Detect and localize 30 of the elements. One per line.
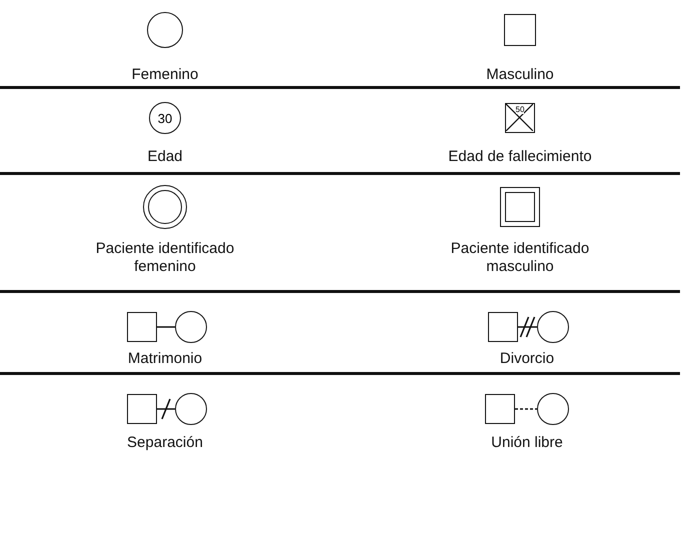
circle-symbol bbox=[149, 102, 181, 134]
connector-line bbox=[515, 408, 537, 410]
age-number: 50 bbox=[516, 105, 524, 114]
double-circle-symbol bbox=[143, 185, 187, 229]
connector-line bbox=[157, 326, 175, 328]
connector-line bbox=[518, 326, 537, 328]
square-symbol bbox=[127, 394, 157, 424]
symbol-caption: Paciente identificado masculino bbox=[450, 240, 590, 276]
symbol-caption: Edad de fallecimiento bbox=[447, 148, 593, 166]
circle-symbol bbox=[537, 311, 569, 343]
symbol-caption: Unión libre bbox=[491, 434, 563, 452]
double-square-symbol bbox=[500, 187, 540, 227]
circle-symbol bbox=[175, 393, 207, 425]
symbol-caption: Femenino bbox=[130, 66, 200, 84]
square-symbol bbox=[127, 312, 157, 342]
symbol-caption: Matrimonio bbox=[128, 350, 202, 368]
circle-symbol bbox=[175, 311, 207, 343]
symbol-caption: Separación bbox=[127, 434, 203, 452]
square-symbol bbox=[504, 14, 536, 46]
connector-line bbox=[157, 408, 175, 410]
symbol-caption: Divorcio bbox=[500, 350, 554, 368]
circle-symbol bbox=[147, 12, 183, 48]
square-symbol bbox=[488, 312, 518, 342]
symbol-caption: Paciente identificado femenino bbox=[94, 240, 236, 276]
age-number: 30 bbox=[158, 110, 172, 126]
crossed-square-symbol bbox=[505, 103, 535, 133]
symbol-caption: Edad bbox=[146, 148, 184, 166]
circle-symbol bbox=[537, 393, 569, 425]
symbol-caption: Masculino bbox=[485, 66, 555, 84]
square-symbol bbox=[485, 394, 515, 424]
